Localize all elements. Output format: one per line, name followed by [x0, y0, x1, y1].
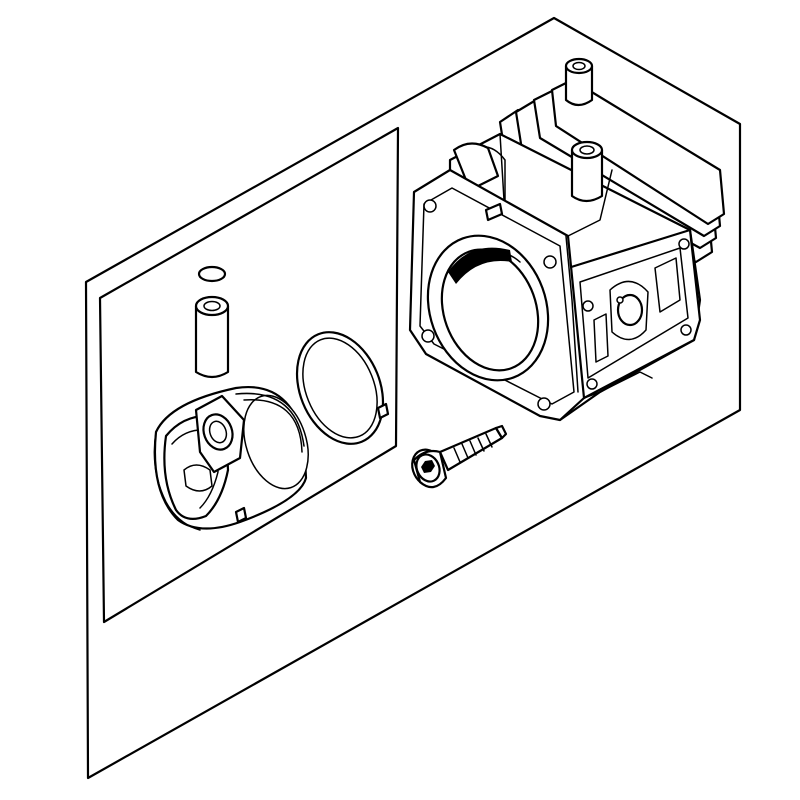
cylinder-bore — [426, 234, 550, 382]
spark-plug-boss-front — [570, 140, 604, 203]
piston-ring — [295, 331, 390, 445]
piston-pin — [194, 295, 230, 379]
inner-kit-panel — [98, 126, 400, 624]
pin-circlip — [197, 265, 227, 283]
spark-plug-boss-rear — [564, 57, 594, 107]
piston — [153, 386, 309, 531]
screw — [411, 424, 508, 489]
cylinder — [408, 57, 726, 422]
outer-kit-panel — [84, 16, 742, 780]
